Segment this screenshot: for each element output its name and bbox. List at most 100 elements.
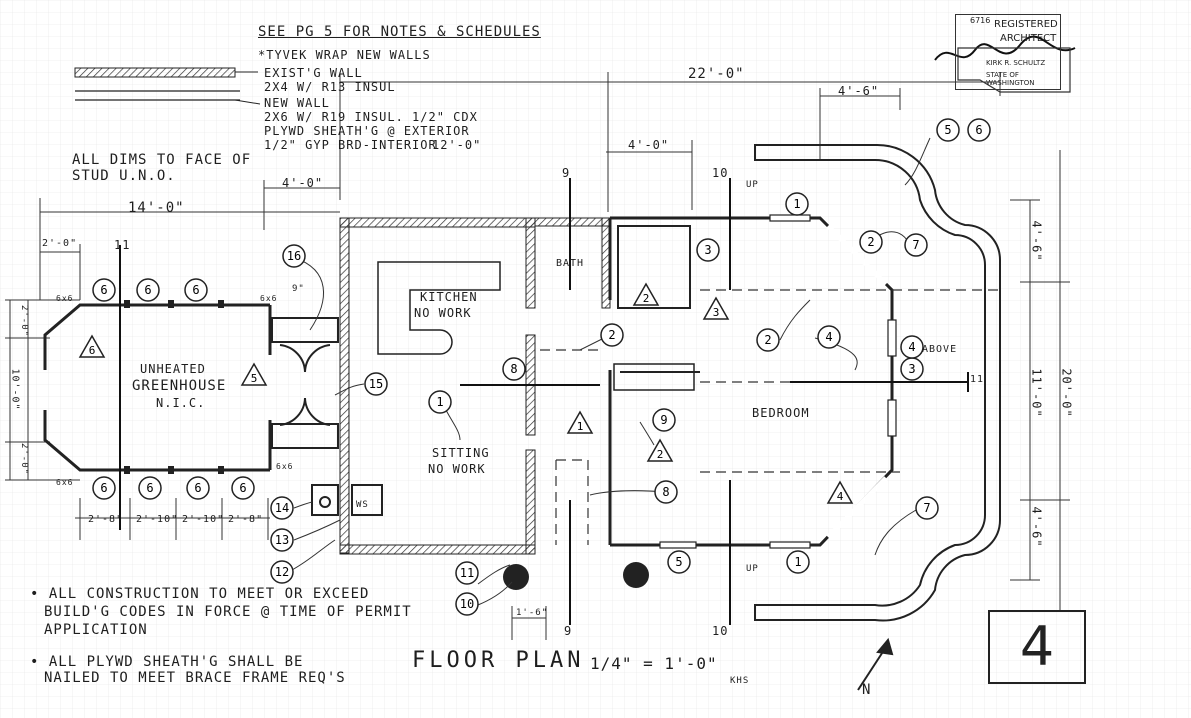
leader-lines <box>291 137 931 606</box>
tag-circle-label: 6 <box>146 481 153 495</box>
tag-circle-label: 9 <box>660 413 667 427</box>
tag-circle-label: 13 <box>275 533 289 547</box>
stamp-state: STATE OF WASHINGTON <box>986 71 1035 87</box>
tag-triangle-label: 3 <box>713 306 720 319</box>
legend-existing-wall-spec: 2X4 W/ R13 INSUL <box>264 80 396 94</box>
tag-circle-12-27: 12 <box>270 560 294 584</box>
tag-triangle-1-0: 1 <box>566 410 594 434</box>
room-above: ABOVE <box>922 344 958 355</box>
tag-triangle-6-6: 6 <box>78 334 106 358</box>
tag-circle-label: 12 <box>275 565 289 579</box>
tag-triangle-label: 4 <box>837 490 844 503</box>
dim-bath-width: 4'-0" <box>628 138 670 152</box>
stamp-number: 6716 <box>970 16 991 25</box>
tag-circle-6-16: 6 <box>92 476 116 500</box>
note-tyvek: *TYVEK WRAP NEW WALLS <box>258 48 431 62</box>
section-mark-10-top: 10 <box>712 166 729 180</box>
dim-entry-width: 4'-0" <box>282 176 324 190</box>
tag-circle-label: 1 <box>794 555 801 569</box>
gh-post-size-3: 6x6 <box>56 478 74 487</box>
note-plywood-line2: NAILED TO MEET BRACE FRAME REQ'S <box>44 670 346 686</box>
room-kitchen: KITCHEN <box>420 290 478 304</box>
tag-circle-label: 4 <box>825 330 832 344</box>
tag-circle-5-11: 5 <box>667 550 691 574</box>
section-mark-11-right: 11 <box>970 374 985 385</box>
tag-circle-6-12: 6 <box>967 118 991 142</box>
drawing-scale: 1/4" = 1'-0" <box>590 654 718 673</box>
greenhouse-walls <box>43 303 272 472</box>
tag-circle-label: 2 <box>608 328 615 342</box>
section-mark-11-top: 11 <box>114 238 131 252</box>
triangle-tags: 1 2 2 3 4 5 6 <box>78 282 854 504</box>
existing-wall-sample <box>74 67 236 78</box>
left-dimension-lines <box>5 299 80 481</box>
tag-circle-label: 5 <box>675 555 682 569</box>
tag-circle-5-10: 5 <box>936 118 960 142</box>
north-label: N <box>862 682 872 698</box>
tag-circle-label: 15 <box>369 377 383 391</box>
north-arrow <box>857 637 894 691</box>
note-construction-line2: BUILD'G CODES IN FORCE @ TIME OF PERMIT <box>44 604 412 620</box>
bottom-dimension-lines <box>75 498 547 640</box>
column-right <box>623 562 649 588</box>
tag-circle-7-20: 7 <box>904 233 928 257</box>
gh-post-size-2: 6x6 <box>260 294 278 303</box>
tag-circle-label: 10 <box>460 597 474 611</box>
tag-circle-6-17: 6 <box>138 476 162 500</box>
tag-circle-7-21: 7 <box>915 496 939 520</box>
tag-circle-label: 11 <box>460 566 474 580</box>
tag-circle-label: 5 <box>944 123 951 137</box>
tag-circle-16-31: 16 <box>282 244 306 268</box>
tag-circle-label: 1 <box>793 197 800 211</box>
legend-new-wall-height: 12'-0" <box>432 138 482 152</box>
column-left <box>503 564 529 590</box>
tag-circle-14-29: 14 <box>270 496 294 520</box>
gh-post-size-4: 6x6 <box>276 462 294 471</box>
tag-triangle-label: 5 <box>251 372 258 385</box>
dim-right-v1: 4'-6" <box>1029 220 1044 262</box>
dim-small: 1'-6" <box>516 608 549 618</box>
tag-circle-13-28: 13 <box>270 528 294 552</box>
kitchen-counter <box>377 261 501 355</box>
dim-right-top: 4'-6" <box>838 84 880 98</box>
stamp-line2: ARCHITECT <box>1000 33 1057 44</box>
note-dims-line1: ALL DIMS TO FACE OF <box>72 152 252 168</box>
tag-circle-8-22: 8 <box>502 357 526 381</box>
tag-triangle-3-3: 3 <box>702 296 730 320</box>
tag-circle-label: 2 <box>867 235 874 249</box>
bedroom-windows <box>659 214 897 549</box>
legend-new-wall-spec3: 1/2" GYP BRD-INTERIOR <box>264 138 437 152</box>
tag-circle-6-15: 6 <box>184 278 208 302</box>
tag-circle-label: 4 <box>908 340 915 354</box>
tag-circle-label: 2 <box>764 333 771 347</box>
tag-circle-6-13: 6 <box>92 278 116 302</box>
tag-circle-6-19: 6 <box>231 476 255 500</box>
tag-circle-label: 7 <box>923 501 930 515</box>
tag-circle-label: 1 <box>436 395 443 409</box>
tag-circle-label: 16 <box>287 249 301 263</box>
dim-nine-inch: 9" <box>292 284 305 294</box>
room-greenhouse-line3: N.I.C. <box>156 396 206 410</box>
tag-circle-10-25: 10 <box>455 592 479 616</box>
room-sitting-note: NO WORK <box>428 462 486 476</box>
room-bath: BATH <box>556 258 585 269</box>
dim-gh-bottom-3: 2'-10" <box>182 514 225 525</box>
section-mark-9-bottom: 9 <box>564 624 573 638</box>
tag-circle-2-5: 2 <box>859 230 883 254</box>
note-construction-line1: • ALL CONSTRUCTION TO MEET OR EXCEED <box>30 586 370 602</box>
tag-circle-label: 8 <box>510 362 517 376</box>
tag-circle-6-14: 6 <box>136 278 160 302</box>
tag-triangle-label: 2 <box>643 292 650 305</box>
tag-circle-label: 6 <box>144 283 151 297</box>
drawing-initials: KHS <box>730 676 750 686</box>
tag-circle-label: 7 <box>912 238 919 252</box>
dim-greenhouse-width: 14'-0" <box>128 200 185 216</box>
architect-stamp: 6716 REGISTERED ARCHITECT KIRK R. SCHULT… <box>955 14 1061 90</box>
tag-triangle-2-1: 2 <box>632 282 660 306</box>
room-ws: WS <box>356 500 369 510</box>
legend-new-wall-spec1: 2X6 W/ R19 INSUL. 1/2" CDX <box>264 110 478 124</box>
greenhouse-posts <box>124 300 224 474</box>
